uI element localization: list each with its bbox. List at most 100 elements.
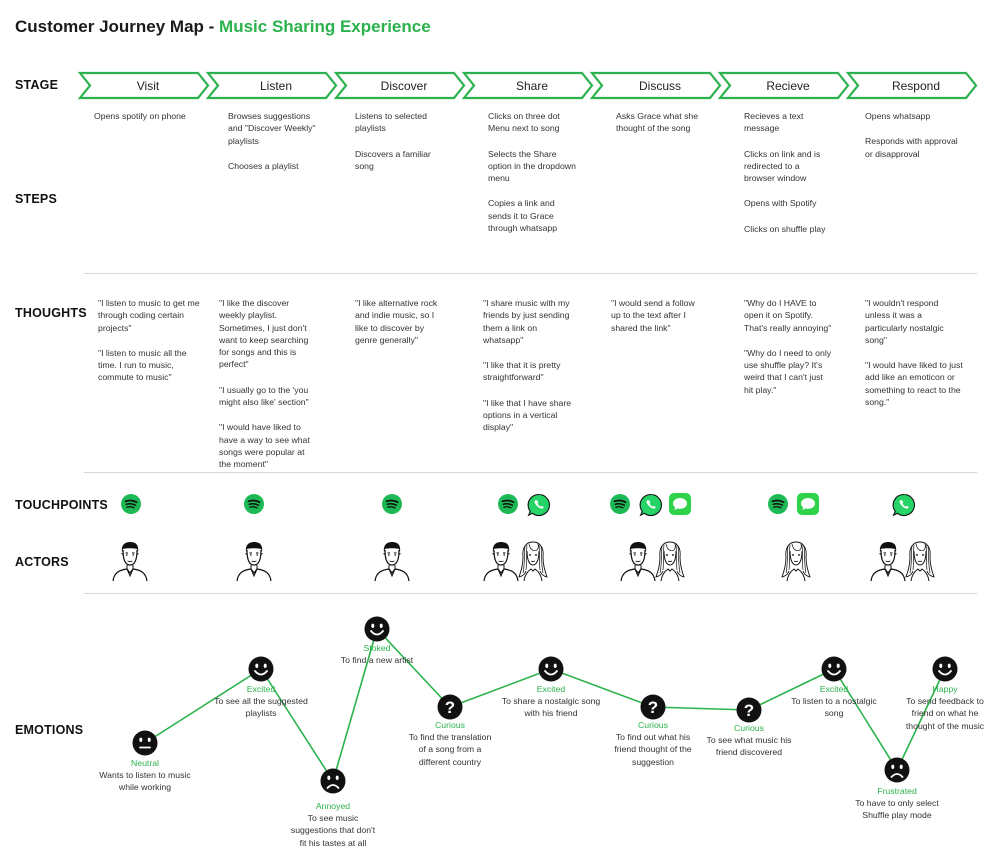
- emotion-connector: [833, 668, 898, 771]
- thought-item: "I like the discover weekly playlist. So…: [219, 298, 309, 370]
- thought-column-listen: "I like the discover weekly playlist. So…: [219, 297, 315, 484]
- stage-label: Discuss: [639, 79, 681, 93]
- emotion-name: Excited: [536, 684, 566, 694]
- step-item: Clicks on shuffle play: [744, 223, 826, 234]
- thought-item: "I would send a follow up to the text af…: [611, 298, 695, 333]
- thought-item: "I wouldn't respond unless it was a part…: [865, 298, 944, 345]
- woman-avatar: [780, 540, 812, 582]
- man-avatar: [234, 540, 274, 582]
- emotion-label: Stoked To find a new artist: [334, 643, 420, 666]
- spotify-icon: [496, 492, 520, 516]
- messages-icon: [796, 492, 820, 516]
- stage-label: Recieve: [766, 79, 810, 93]
- thought-item: "I share music with my friends by just s…: [483, 298, 570, 345]
- spotify-icon: [380, 492, 404, 516]
- divider-steps: [84, 273, 977, 274]
- thought-item: "Why do I HAVE to open it on Spotify. Th…: [744, 298, 832, 333]
- emotion-description: To have to only select Shuffle play mode: [855, 798, 939, 821]
- man-avatar: [618, 540, 658, 582]
- emotion-connector: [550, 668, 654, 708]
- stage-label: Visit: [137, 79, 160, 93]
- title-highlight: Music Sharing Experience: [219, 17, 431, 36]
- thought-item: "I usually go to the 'you might also lik…: [219, 384, 309, 408]
- spotify-icon: [608, 492, 632, 516]
- man-avatar: [372, 540, 412, 582]
- emotion-description: To see music suggestions that don't fit …: [290, 813, 376, 848]
- thought-item: "I like alternative rock and indie music…: [355, 298, 438, 345]
- emotion-name: Frustrated: [877, 786, 917, 796]
- thought-column-respond: "I wouldn't respond unless it was a part…: [865, 297, 965, 421]
- stage-share: Share: [461, 71, 594, 100]
- spotify-icon: [119, 492, 143, 516]
- thought-column-share: "I share music with my friends by just s…: [483, 297, 575, 447]
- woman-avatar: [904, 540, 936, 582]
- happy-face-icon: [538, 656, 564, 682]
- emotion-description: To send feedback to friend on what he th…: [905, 696, 985, 731]
- emotion-description: To find out what his friend thought of t…: [614, 732, 692, 767]
- emotion-connector: [896, 668, 946, 771]
- whatsapp-icon: [891, 492, 915, 517]
- happy-face-icon: [364, 616, 390, 642]
- svg-text:?: ?: [744, 701, 754, 720]
- step-item: Listens to selected playlists: [355, 111, 427, 134]
- man-avatar: [110, 540, 150, 582]
- emotion-connector: [376, 628, 451, 708]
- emotion-name: Curious: [734, 723, 764, 733]
- row-label-stage: STAGE: [15, 78, 59, 92]
- stage-label: Listen: [260, 79, 292, 93]
- stage-recieve: Recieve: [717, 71, 850, 100]
- row-label-steps: STEPS: [15, 192, 57, 206]
- emotion-label: Frustrated To have to only select Shuffle…: [851, 786, 943, 822]
- step-item: Chooses a playlist: [228, 160, 299, 171]
- man-avatar: [868, 540, 908, 582]
- step-item: Copies a link and sends it to Grace thro…: [488, 198, 558, 234]
- svg-text:?: ?: [445, 698, 455, 717]
- happy-face-icon: [821, 656, 847, 682]
- spotify-icon: [766, 492, 790, 516]
- emotion-description: To listen to a nostalgic song: [791, 696, 877, 719]
- step-item: Selects the Share option in the dropdown…: [488, 148, 576, 184]
- emotion-connector: [652, 706, 750, 711]
- thought-column-recieve: "Why do I HAVE to open it on Spotify. Th…: [744, 297, 834, 409]
- step-item: Browses suggestions and "Discover Weekly…: [228, 111, 316, 146]
- step-item: Opens with Spotify: [744, 198, 817, 209]
- question-face-icon: ?: [736, 697, 762, 723]
- emotion-name: Excited: [246, 684, 276, 694]
- stage-visit: Visit: [77, 71, 210, 100]
- whatsapp-icon: [638, 492, 662, 517]
- emotion-name: Stoked: [363, 643, 391, 653]
- thought-item: "I like that it is pretty straightforwar…: [483, 360, 561, 383]
- divider-thoughts: [84, 472, 977, 473]
- step-column-visit: Opens spotify on phone: [94, 110, 194, 135]
- stage-label: Share: [516, 79, 548, 93]
- thought-item: "I would have liked to just add like an …: [865, 360, 963, 408]
- spotify-icon: [242, 492, 266, 516]
- emotion-name: Neutral: [130, 758, 159, 768]
- svg-text:?: ?: [648, 698, 658, 717]
- question-face-icon: ?: [437, 694, 463, 720]
- thought-item: "Why do I need to only use shuffle play?…: [744, 347, 832, 395]
- stage-listen: Listen: [205, 71, 338, 100]
- page-title: Customer Journey Map - Music Sharing Exp…: [15, 17, 431, 37]
- messages-icon: [668, 492, 692, 516]
- step-item: Recieves a text message: [744, 111, 804, 134]
- step-column-discuss: Asks Grace what she thought of the song: [616, 110, 706, 148]
- emotion-connector: [144, 668, 262, 744]
- emotion-description: To find the translation of a song from a…: [408, 732, 492, 767]
- happy-face-icon: [248, 656, 274, 682]
- emotion-description: To find a new artist: [340, 655, 414, 665]
- step-item: Opens whatsapp: [865, 111, 931, 121]
- whatsapp-icon: [526, 492, 550, 517]
- row-label-emotions: EMOTIONS: [15, 723, 84, 737]
- thought-item: "I like that I have share options in a v…: [483, 397, 572, 433]
